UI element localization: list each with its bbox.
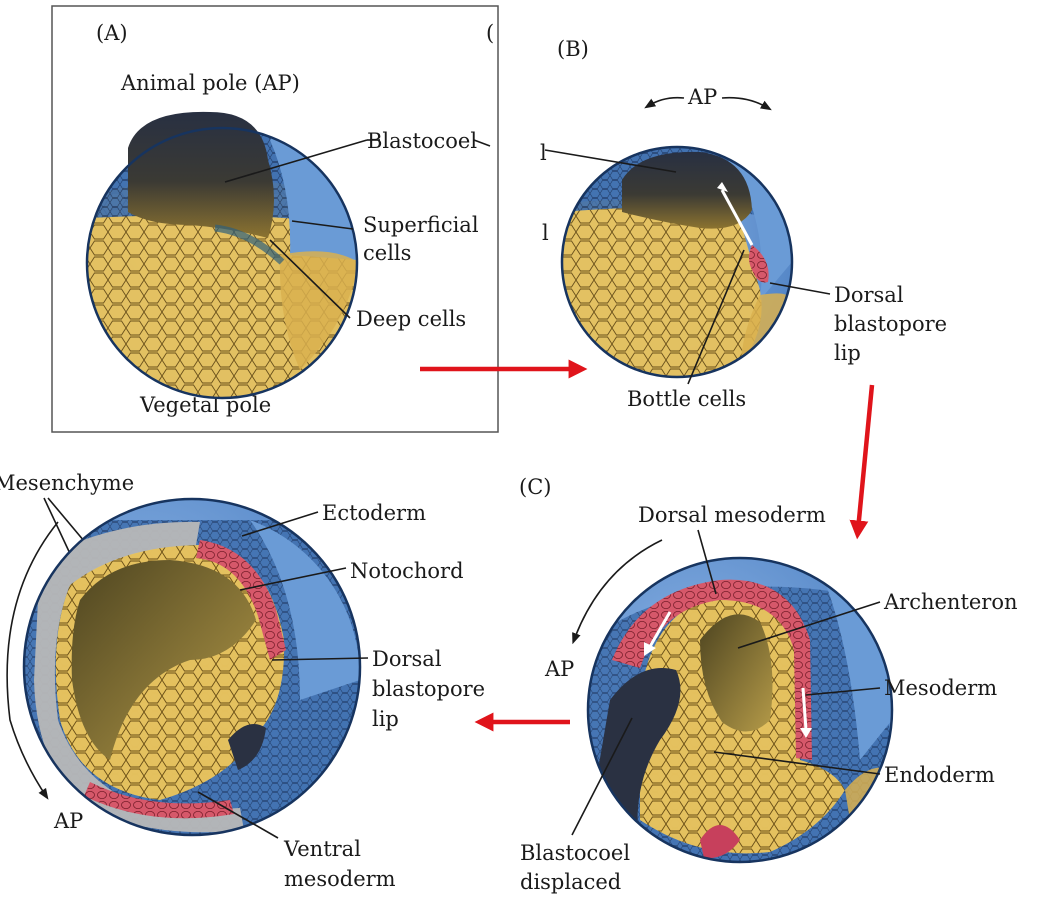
- dorsal-lip-label-d-2: blastopore: [372, 677, 485, 701]
- ventral-mesoderm-label-2: mesoderm: [284, 867, 396, 891]
- superficial-cells-label-1: Superficial: [363, 213, 479, 237]
- ectoderm-label: Ectoderm: [322, 501, 426, 525]
- notochord-label: Notochord: [350, 559, 464, 583]
- panel-b: (B) AP Dorsal blastopore lip Bottle cell…: [544, 37, 947, 411]
- panel-d-ap-label: AP: [53, 809, 83, 833]
- ventral-mesoderm-label-1: Ventral: [283, 837, 361, 861]
- embryo-b: [560, 145, 794, 379]
- deep-cells-label: Deep cells: [356, 307, 466, 331]
- mesoderm-label: Mesoderm: [884, 676, 997, 700]
- panel-d: Mesenchyme AP Ectoderm Notochord Dorsal: [0, 471, 485, 891]
- panel-c-ap-label: AP: [544, 657, 574, 681]
- partial-glyph-1: (: [486, 21, 494, 45]
- embryo-c: [586, 556, 894, 864]
- panel-c: (C) Dorsal mesoderm AP Archenter: [519, 475, 1018, 894]
- panel-c-letter: (C): [519, 475, 551, 499]
- panel-b-letter: (B): [557, 37, 589, 61]
- bottle-cells-label: Bottle cells: [627, 387, 746, 411]
- blastocoel-displaced-label-1: Blastocoel: [520, 841, 630, 865]
- partial-glyph-3: l: [542, 221, 549, 245]
- panel-b-ap-label: AP: [687, 85, 717, 109]
- dorsal-lip-label-d-1: Dorsal: [372, 647, 442, 671]
- dorsal-lip-label-b-3: lip: [834, 341, 861, 365]
- dorsal-lip-label-b-2: blastopore: [834, 312, 947, 336]
- archenteron-label: Archenteron: [883, 590, 1018, 614]
- blastocoel-displaced-label-2: displaced: [520, 870, 621, 894]
- embryo-a: [85, 111, 359, 400]
- superficial-cells-label-2: cells: [363, 241, 411, 265]
- endoderm-label: Endoderm: [884, 763, 995, 787]
- arrow-b-to-c: [849, 384, 875, 540]
- dorsal-lip-label-d-3: lip: [372, 707, 399, 731]
- partial-glyph-2: l: [540, 141, 547, 165]
- blastocoel-label-a: Blastocoel: [367, 129, 477, 153]
- panel-a: (A) Animal pole (AP) Vegetal pole Blasto…: [51, 5, 499, 433]
- mesenchyme-label: Mesenchyme: [0, 471, 134, 495]
- animal-pole-label: Animal pole (AP): [120, 71, 300, 95]
- dorsal-lip-label-b-1: Dorsal: [834, 283, 904, 307]
- panel-a-letter: (A): [96, 21, 128, 45]
- dorsal-mesoderm-label: Dorsal mesoderm: [638, 503, 826, 527]
